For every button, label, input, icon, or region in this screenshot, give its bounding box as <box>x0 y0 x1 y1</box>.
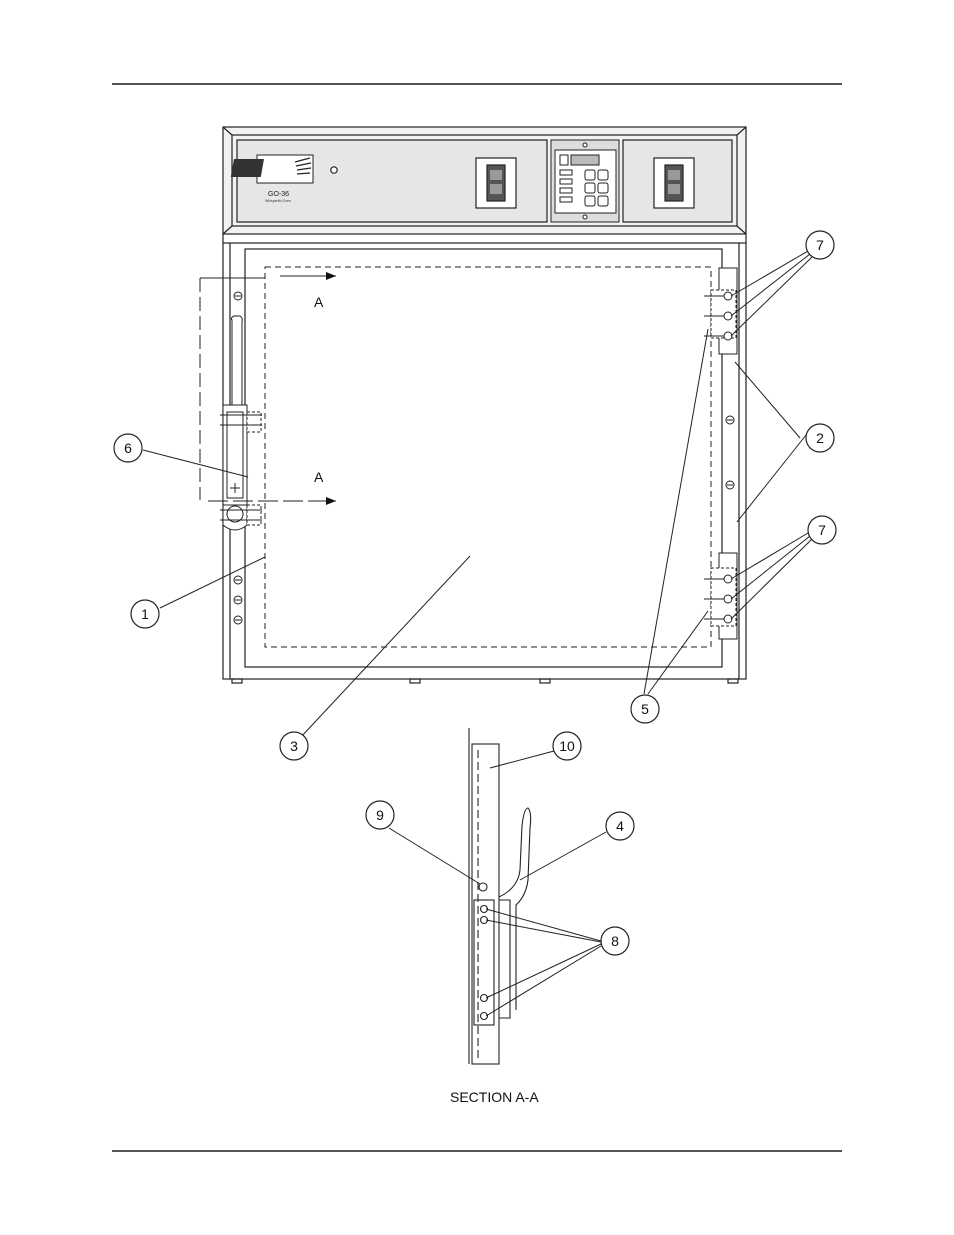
callout-7-upper: 7 <box>806 231 834 259</box>
section-a-a-detail <box>469 728 531 1064</box>
svg-text:10: 10 <box>559 738 575 754</box>
callout-2: 2 <box>806 424 834 452</box>
callout-4: 4 <box>606 812 634 840</box>
right-screws <box>726 416 734 489</box>
callout-10: 10 <box>553 732 581 760</box>
svg-text:8: 8 <box>611 933 619 949</box>
cabinet-body <box>223 234 746 683</box>
upper-hinge <box>704 268 737 354</box>
svg-text:7: 7 <box>816 237 824 253</box>
callout-3: 3 <box>280 732 308 760</box>
svg-text:2: 2 <box>816 430 824 446</box>
door-gasket-outline <box>265 267 711 647</box>
svg-text:1: 1 <box>141 606 149 622</box>
model-label: GO-36 <box>268 191 289 198</box>
digital-keypad <box>551 140 619 222</box>
svg-text:4: 4 <box>616 818 624 834</box>
logo-text: BKI <box>263 161 284 175</box>
section-marker-bottom: A <box>314 469 324 485</box>
section-marker-top: A <box>314 294 324 310</box>
svg-text:6: 6 <box>124 440 132 456</box>
callout-6: 6 <box>114 434 142 462</box>
callout-5: 5 <box>631 695 659 723</box>
model-sublabel: Whisperflo Oven <box>265 199 291 203</box>
svg-text:5: 5 <box>641 701 649 717</box>
lower-hinge <box>704 553 737 639</box>
callout-8: 8 <box>601 927 629 955</box>
section-caption: SECTION A-A <box>450 1089 539 1105</box>
door-handle <box>200 278 265 530</box>
callout-9: 9 <box>366 801 394 829</box>
callout-7-lower: 7 <box>808 516 836 544</box>
svg-text:7: 7 <box>818 522 826 538</box>
svg-text:3: 3 <box>290 738 298 754</box>
svg-text:9: 9 <box>376 807 384 823</box>
callout-1: 1 <box>131 600 159 628</box>
